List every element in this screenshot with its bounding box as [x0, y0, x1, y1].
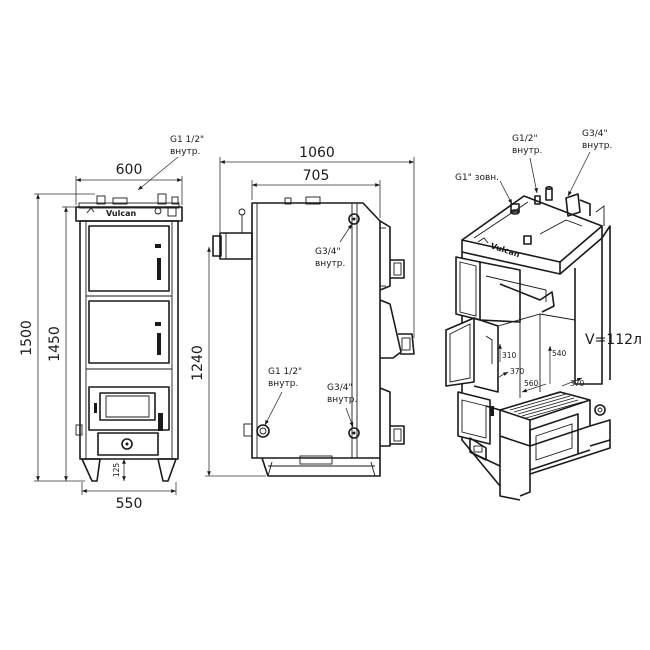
- side-flue-pipe: [212, 232, 253, 260]
- side-lower-port-label-1: G3/4": [327, 383, 353, 393]
- front-view: Vulcan: [19, 135, 204, 512]
- side-doors: [379, 220, 415, 447]
- iso-top-lid: Vulcan: [461, 186, 603, 275]
- front-upper-door: [88, 225, 170, 292]
- front-inlet-port: [121, 438, 133, 450]
- iso-port-left-label-2: внутр.: [512, 146, 542, 156]
- side-base: [261, 455, 381, 477]
- iso-middle-door: [445, 317, 499, 393]
- front-ash-door: [75, 386, 170, 436]
- dim-front-width-top: 600: [116, 162, 143, 178]
- front-dimensions: 600 550 1500 1450 125 G1 1/2" внутр.: [19, 135, 204, 512]
- iso-dim-370-a: 370: [510, 367, 525, 376]
- side-body: [251, 202, 381, 459]
- dim-side-pipe-height: 1240: [190, 345, 206, 381]
- iso-back-wall: [574, 238, 603, 385]
- iso-upper-door: [455, 256, 555, 323]
- iso-grate: [499, 391, 591, 447]
- side-lower-inlet: [256, 424, 270, 438]
- side-upper-port: [348, 213, 360, 225]
- iso-dim-540: 540: [552, 349, 567, 358]
- front-lower-plate: [97, 432, 159, 456]
- front-inlet-label-2: внутр.: [170, 147, 200, 157]
- dim-front-width-bottom: 550: [116, 496, 143, 512]
- iso-view: Vulcan: [445, 129, 642, 501]
- front-middle-door: [88, 300, 170, 364]
- side-lower-inlet-label-1: G1 1/2": [268, 367, 302, 377]
- front-top-cap: Vulcan: [75, 193, 183, 222]
- iso-labels: G1/2" внутр. G3/4" внутр. G1" зовн. V=11…: [455, 129, 642, 393]
- iso-dim-310: 310: [502, 351, 517, 360]
- iso-dim-370-b: 370: [570, 379, 585, 388]
- dim-side-depth-body: 705: [303, 168, 330, 184]
- iso-port-right-label-2: внутр.: [582, 141, 612, 151]
- side-lower-inlet-label-2: внутр.: [268, 379, 298, 389]
- dim-side-depth-total: 1060: [299, 145, 335, 161]
- iso-ash-door: [457, 391, 501, 461]
- dim-front-height-body: 1450: [47, 326, 63, 362]
- iso-port-right-label-1: G3/4": [582, 129, 608, 139]
- iso-base: [469, 440, 611, 475]
- iso-outlet-label: G1" зовн.: [455, 173, 499, 183]
- side-dimensions: 1060 705 1240 G3/4" внутр. G1 1/2" внутр…: [190, 145, 415, 477]
- dim-front-height-total: 1500: [19, 320, 35, 356]
- side-lower-port-label-2: внутр.: [327, 395, 357, 405]
- front-inlet-label-1: G1 1/2": [170, 135, 204, 145]
- front-body: [79, 220, 179, 460]
- iso-volume-label: V=112л: [585, 332, 642, 348]
- iso-dim-560: 560: [524, 379, 539, 388]
- brand-logo: Vulcan: [106, 209, 136, 218]
- side-lower-port: [348, 427, 360, 439]
- side-upper-port-label-1: G3/4": [315, 247, 341, 257]
- iso-port-left-label-1: G1/2": [512, 134, 538, 144]
- side-upper-port-label-2: внутр.: [315, 259, 345, 269]
- dim-front-leg-height: 125: [112, 463, 121, 478]
- front-legs: [81, 458, 177, 482]
- iso-ash-pan: [499, 404, 611, 497]
- side-view: 1060 705 1240 G3/4" внутр. G1 1/2" внутр…: [190, 145, 415, 477]
